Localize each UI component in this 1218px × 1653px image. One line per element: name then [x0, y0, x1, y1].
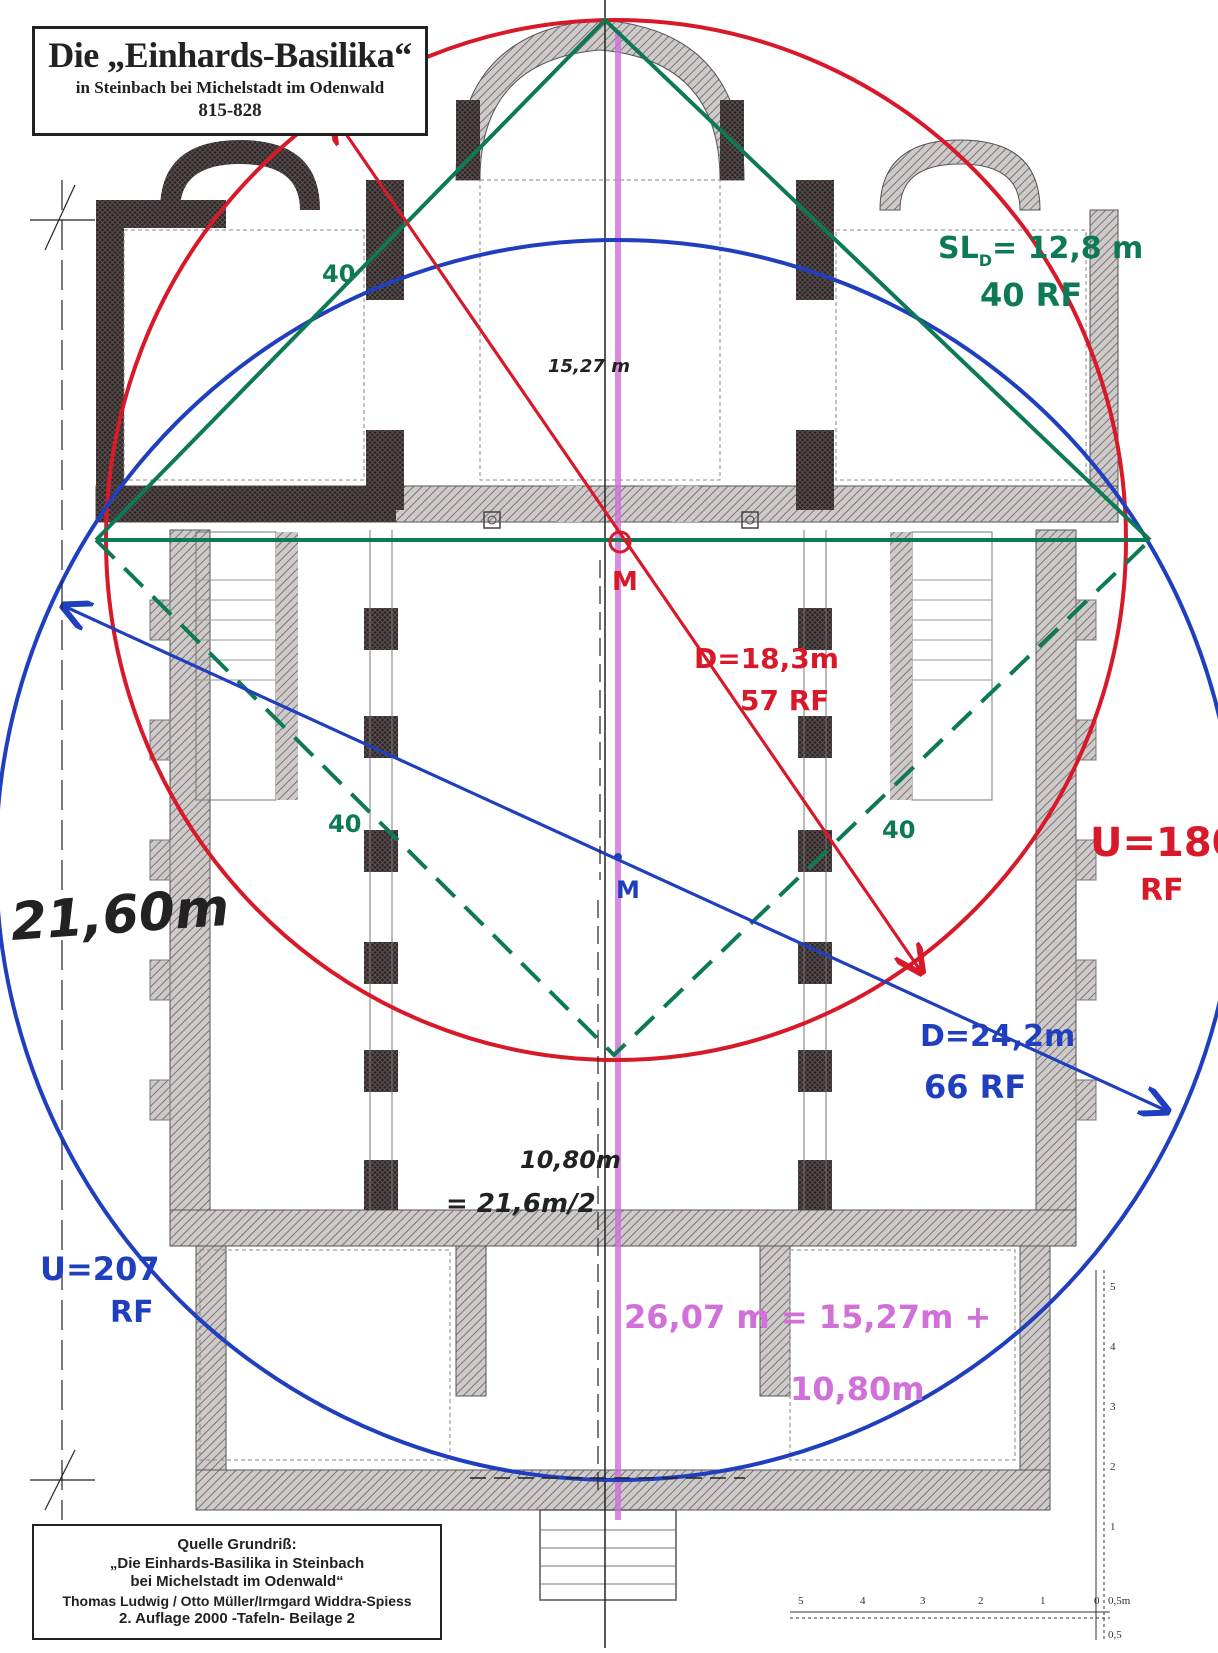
- scale-labels: 5 4 3 2 1 0 0,5m 5 4 3 2 1 0,5: [798, 1281, 1131, 1641]
- narthex-wall-south: [195, 1469, 1051, 1511]
- pier-ne-right: [796, 180, 834, 300]
- source-line-5: 2. Auflage 2000 -Tafeln- Beilage 2: [119, 1610, 355, 1627]
- total-length-label-b: 10,80m: [790, 1370, 925, 1408]
- blue-center-marker: [614, 853, 622, 861]
- scale-bar: [790, 1270, 1110, 1640]
- green-side-rf-label: 40 RF: [980, 276, 1082, 314]
- nave-wall-left: [169, 529, 211, 1221]
- pier-ne-left: [366, 180, 404, 300]
- title-box: Die „Einhards-Basilika“ in Steinbach bei…: [32, 26, 428, 136]
- lower-section-eq-label: = 21,6m/2: [446, 1189, 596, 1219]
- scale-v-2: 2: [1110, 1461, 1116, 1473]
- scale-small-label: 0,5: [1108, 1629, 1122, 1641]
- scale-h-5: 5: [798, 1595, 804, 1607]
- total-length-label-a: 26,07 m = 15,27m +: [624, 1298, 991, 1336]
- red-circumference-rf-label: RF: [1140, 873, 1184, 908]
- stairwell-right: [911, 531, 993, 801]
- blue-diameter-label: D=24,2m: [920, 1019, 1075, 1054]
- green-side-sub: D: [979, 251, 992, 270]
- scale-h-0: 0: [1094, 1595, 1100, 1607]
- scale-h-3: 3: [920, 1595, 926, 1607]
- angle-mid-right-label: 40: [882, 816, 915, 844]
- blue-circle: [0, 238, 1218, 1482]
- title-main: Die „Einhards-Basilika“: [48, 35, 412, 75]
- upper-section-label: 15,27 m: [548, 356, 630, 377]
- red-center-label: M: [612, 567, 638, 597]
- lower-section-label: 10,80m: [520, 1146, 621, 1174]
- scale-h-1: 1: [1040, 1595, 1046, 1607]
- building-plan: [95, 19, 1119, 1601]
- green-triangle-bottom: [94, 538, 1152, 1058]
- scale-v-1: 1: [1110, 1521, 1116, 1533]
- red-diameter-label: D=18,3m: [694, 642, 839, 675]
- source-line-3: bei Michelstadt im Odenwald“: [130, 1573, 344, 1590]
- transept-crossing-dark: [96, 486, 396, 522]
- source-line-4: Thomas Ludwig / Otto Müller/Irmgard Widd…: [62, 1592, 412, 1609]
- narthex-wall-north: [169, 1209, 1077, 1247]
- nave-piers: [364, 530, 832, 1210]
- scale-h-2: 2: [978, 1595, 984, 1607]
- narthex-wall-left: [195, 1245, 227, 1507]
- blue-center-label: M: [616, 876, 640, 904]
- source-line-2: „Die Einhards-Basilika in Steinbach: [109, 1554, 365, 1572]
- blue-circumference-label: U=207: [40, 1250, 160, 1288]
- apse-left: [160, 140, 320, 210]
- entrance-stair: [539, 1509, 677, 1601]
- scale-h-4: 4: [860, 1595, 866, 1607]
- red-diameter-rf-label: 57 RF: [740, 684, 829, 717]
- blue-circumference-rf-label: RF: [110, 1295, 154, 1330]
- red-circumference-label: U=180: [1090, 820, 1218, 866]
- scale-h-unit: 0,5m: [1108, 1595, 1131, 1607]
- source-line-1: Quelle Grundriß:: [177, 1536, 297, 1553]
- angle-top-left-label: 40: [322, 260, 355, 288]
- blue-diameter-rf-label: 66 RF: [924, 1068, 1026, 1106]
- nave-wall-right: [1035, 529, 1077, 1221]
- scale-v-3: 3: [1110, 1401, 1116, 1413]
- title-sub: in Steinbach bei Michelstadt im Odenwald: [75, 78, 385, 97]
- green-triangle-top: [94, 17, 1152, 542]
- red-center-marker: [608, 530, 632, 554]
- green-side-label: SLD= 12,8 m: [938, 231, 1143, 270]
- apse-right: [879, 139, 1041, 211]
- central-apse: [455, 19, 745, 181]
- scale-v-4: 4: [1110, 1341, 1116, 1353]
- angle-mid-left-label: 40: [328, 810, 361, 838]
- green-side-text: SL: [938, 231, 979, 266]
- green-side-value: = 12,8 m: [992, 231, 1143, 266]
- source-box: Quelle Grundriß: „Die Einhards-Basilika …: [32, 1524, 442, 1640]
- title-date: 815-828: [198, 100, 262, 121]
- narthex-inner-left: [455, 1245, 487, 1397]
- narthex-inner-right: [759, 1245, 791, 1397]
- narthex-wall-right: [1019, 1245, 1051, 1507]
- scale-v-5: 5: [1110, 1281, 1116, 1293]
